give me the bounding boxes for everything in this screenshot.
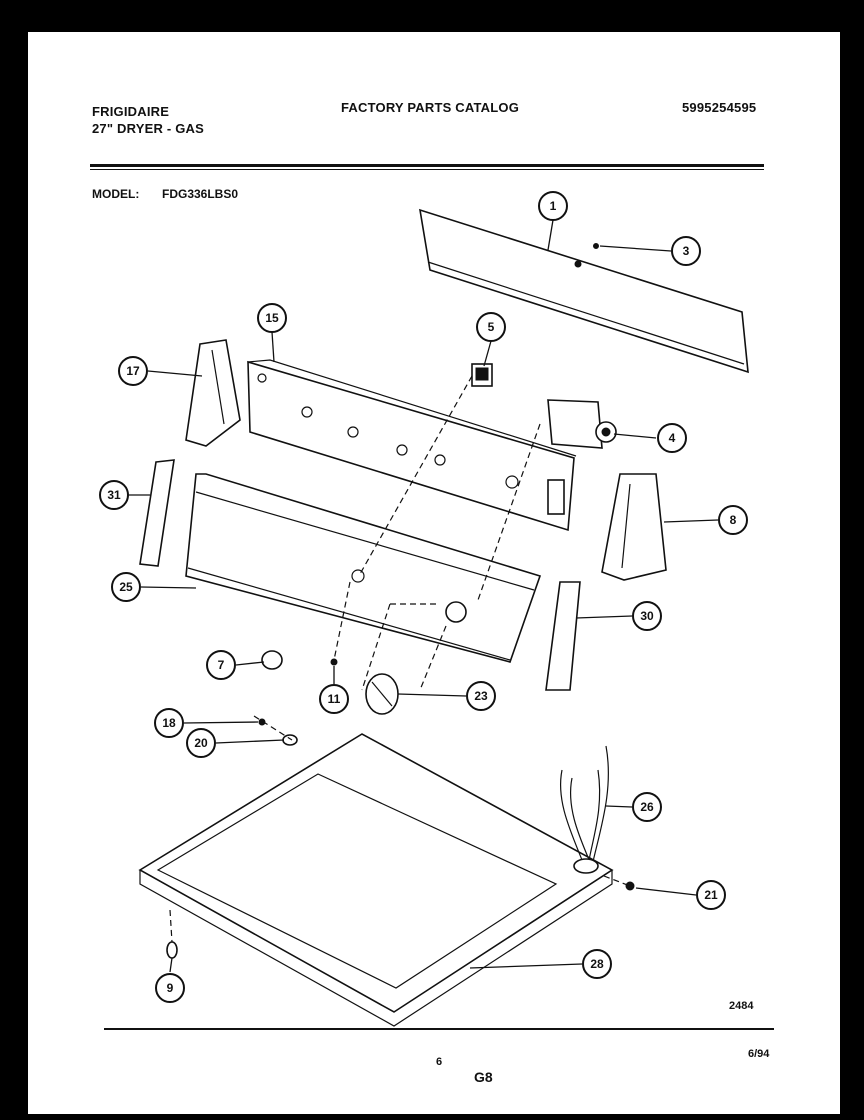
callout-11: 11 [319, 684, 349, 714]
callout-31: 31 [99, 480, 129, 510]
callout-26: 26 [632, 792, 662, 822]
svg-text:21: 21 [704, 888, 718, 902]
part-right-endcap [601, 473, 667, 581]
callout-4: 4 [657, 423, 687, 453]
svg-text:20: 20 [194, 736, 208, 750]
assembly-lines [169, 375, 631, 943]
callout-18: 18 [154, 708, 184, 738]
svg-text:3: 3 [683, 244, 690, 258]
callout-23: 23 [466, 681, 496, 711]
callout-17: 17 [118, 356, 148, 386]
svg-text:31: 31 [107, 488, 121, 502]
callout-7: 7 [206, 650, 236, 680]
svg-text:17: 17 [126, 364, 140, 378]
catalog-title: FACTORY PARTS CATALOG [341, 100, 520, 115]
footer-rule [104, 1028, 774, 1030]
svg-text:18: 18 [162, 716, 176, 730]
svg-text:28: 28 [590, 957, 604, 971]
svg-text:23: 23 [474, 689, 488, 703]
callout-21: 21 [696, 880, 726, 910]
model-label: MODEL: [92, 187, 140, 201]
part-rear-panel [418, 208, 749, 374]
callout-5: 5 [476, 312, 506, 342]
header-rule-thin [90, 169, 764, 170]
catalog-number: 5995254595 [682, 100, 757, 115]
callout-15: 15 [257, 303, 287, 333]
svg-text:9: 9 [167, 981, 174, 995]
part-top-cabinet [138, 733, 614, 1027]
part-timer-knob [365, 673, 399, 715]
svg-text:1: 1 [550, 199, 557, 213]
catalog-date: 6/94 [748, 1048, 770, 1060]
part-push-button [261, 650, 283, 670]
callout-30: 30 [632, 601, 662, 631]
svg-text:4: 4 [669, 431, 676, 445]
part-switch [471, 363, 493, 387]
part-hoses [560, 745, 609, 874]
part-control-panel [247, 359, 577, 532]
svg-text:25: 25 [119, 580, 133, 594]
svg-text:26: 26 [640, 800, 654, 814]
callout-9: 9 [155, 973, 185, 1003]
callout-8: 8 [718, 505, 748, 535]
svg-text:5: 5 [488, 320, 495, 334]
part-timer [547, 399, 617, 449]
part-left-trim [139, 459, 175, 567]
callout-25: 25 [111, 572, 141, 602]
callout-1: 1 [538, 191, 568, 221]
part-right-trim [545, 581, 581, 691]
callout-20: 20 [186, 728, 216, 758]
svg-text:7: 7 [218, 658, 225, 672]
svg-text:15: 15 [265, 311, 279, 325]
model-value: FDG336LBS0 [162, 187, 239, 201]
callout-3: 3 [671, 236, 701, 266]
svg-text:11: 11 [328, 692, 341, 706]
part-left-endcap [185, 339, 241, 447]
section-code: G8 [474, 1069, 493, 1085]
brand-name: FRIGIDAIRE [92, 104, 170, 119]
callout-28: 28 [582, 949, 612, 979]
svg-text:30: 30 [640, 609, 654, 623]
product-name: 27" DRYER - GAS [92, 121, 204, 136]
leader-lines [128, 219, 719, 973]
header-rule [90, 164, 764, 167]
diagram-code: 2484 [729, 1000, 754, 1012]
svg-text:8: 8 [730, 513, 737, 527]
page-number: 6 [436, 1056, 443, 1068]
